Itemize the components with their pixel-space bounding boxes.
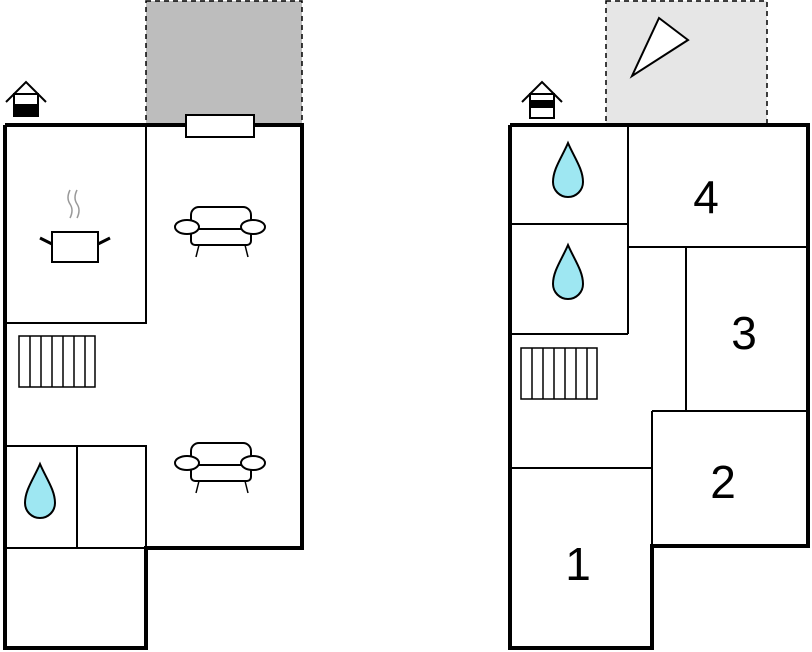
- room-number-4: 4: [693, 171, 719, 223]
- sofa-icon: [174, 442, 266, 494]
- stairs-icon: [18, 335, 96, 388]
- stairs-icon: [520, 347, 598, 400]
- compass-icon: [629, 16, 690, 79]
- entrance-icon: [5, 80, 47, 117]
- sofa-icon: [174, 206, 266, 258]
- upper-floor: 4 3 2 1: [508, 0, 810, 650]
- room-number-3: 3: [731, 307, 757, 359]
- water-drop-icon: [23, 461, 57, 519]
- stove-icon: [39, 189, 111, 263]
- kitchen-wall: [5, 125, 147, 324]
- balcony: [605, 0, 768, 126]
- water-drop-icon: [551, 242, 585, 300]
- window: [185, 114, 255, 138]
- water-drop-icon: [551, 140, 585, 198]
- bathroom-wall: [5, 445, 147, 548]
- terrace: [145, 0, 303, 126]
- room-number-2: 2: [710, 456, 736, 508]
- entrance-icon: [521, 80, 563, 119]
- room-number-1: 1: [565, 538, 591, 590]
- ground-floor: [3, 0, 304, 650]
